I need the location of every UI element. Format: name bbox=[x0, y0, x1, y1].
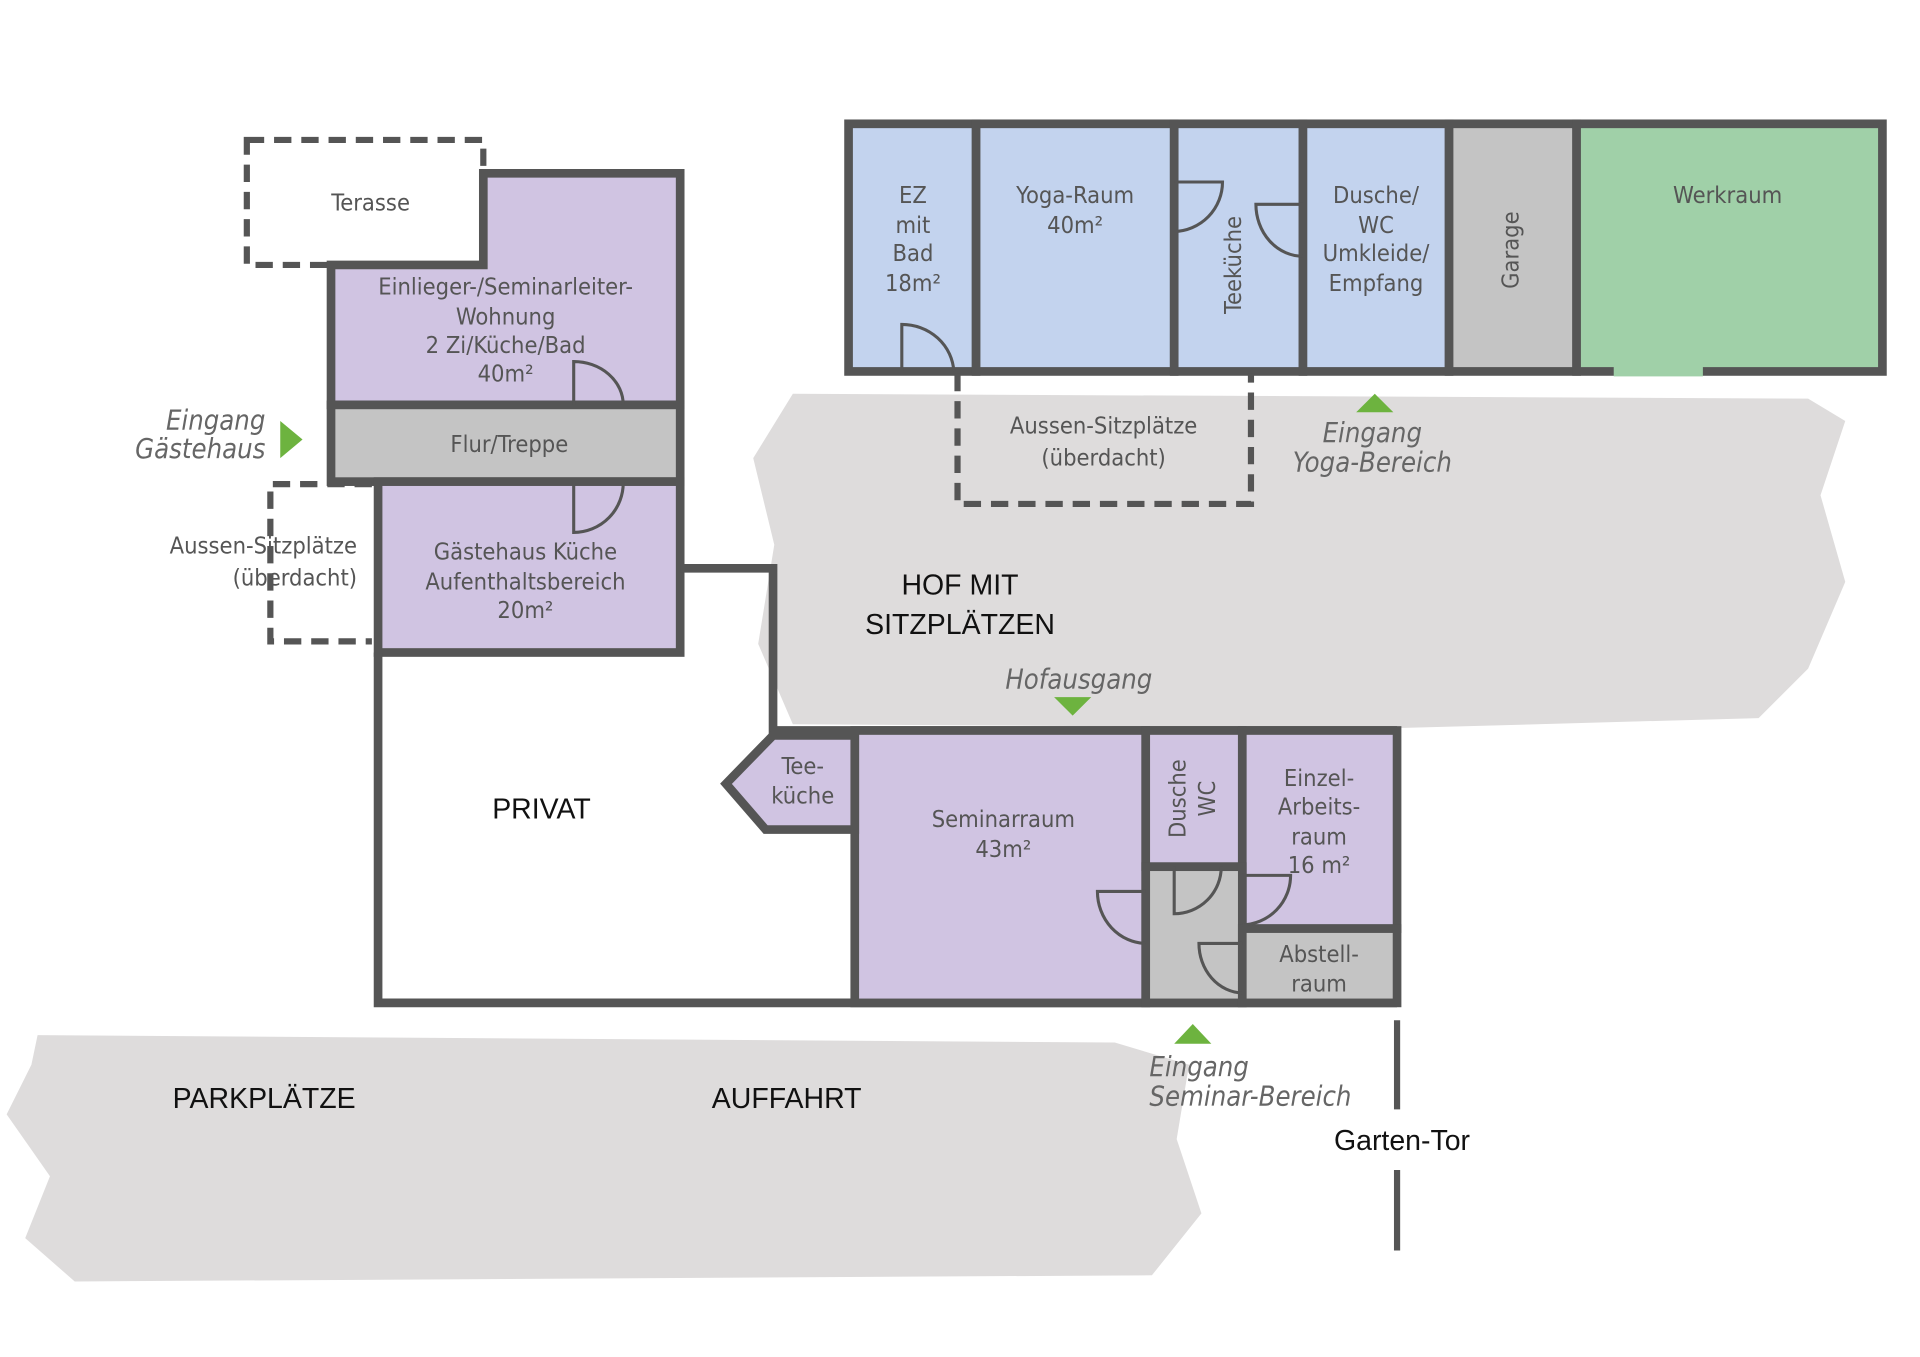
room-single bbox=[1237, 726, 1402, 933]
seminar-tea-kitchen-label: küche bbox=[771, 782, 834, 810]
storage-label: raum bbox=[1291, 970, 1347, 998]
apartment-label: Wohnung bbox=[456, 302, 556, 330]
guest-kitchen-label: Gästehaus Küche bbox=[434, 538, 617, 566]
workshop-door bbox=[1613, 366, 1703, 377]
door-icon bbox=[900, 322, 956, 372]
hall-label: Flur/Treppe bbox=[450, 430, 568, 458]
garage-label: Garage bbox=[1496, 211, 1524, 288]
yoga-room-label: Yoga-Raum bbox=[1015, 181, 1134, 209]
single-room-area: 16 m² bbox=[1288, 851, 1351, 879]
workshop-label: Werkraum bbox=[1673, 181, 1782, 209]
yoga-room-area: 40m² bbox=[1047, 211, 1103, 239]
room-garage bbox=[1444, 119, 1581, 376]
room-yoga bbox=[971, 119, 1179, 376]
terrace-label: Terasse bbox=[330, 188, 410, 216]
courtyard-label: SITZPLÄTZEN bbox=[865, 609, 1055, 641]
yoga-entrance-label: Eingang bbox=[1323, 418, 1422, 449]
yoga-entrance-label: Yoga-Bereich bbox=[1293, 448, 1452, 479]
ez-label: mit bbox=[896, 211, 931, 239]
court-exit-arrow-icon bbox=[1054, 697, 1092, 716]
seminar-entrance-label: Eingang bbox=[1149, 1052, 1248, 1083]
guest-entrance-label: Gästehaus bbox=[135, 434, 265, 465]
door-icon bbox=[572, 481, 625, 534]
guest-outdoor-outline bbox=[267, 481, 372, 645]
room-storage bbox=[1237, 924, 1402, 1008]
seminar-room-area: 43m² bbox=[975, 835, 1031, 863]
door-icon bbox=[1197, 941, 1243, 995]
apartment-label: Einlieger-/Seminarleiter- bbox=[378, 273, 633, 301]
door-icon bbox=[1242, 873, 1293, 927]
door-icon bbox=[572, 359, 625, 405]
court-exit-label: Hofausgang bbox=[1005, 664, 1152, 695]
apartment-label: 2 Zi/Küche/Bad bbox=[426, 331, 586, 359]
room-shower-reception bbox=[1298, 119, 1454, 376]
room-hall bbox=[326, 400, 685, 486]
shower-label: WC bbox=[1358, 211, 1394, 239]
single-room-label: raum bbox=[1291, 822, 1347, 850]
courtyard-label: HOF MIT bbox=[901, 569, 1018, 601]
seminar-shower-label: WC bbox=[1193, 781, 1221, 817]
yoga-outdoor-label: Aussen-Sitzplätze bbox=[1010, 411, 1197, 439]
guest-entrance-label: Eingang bbox=[166, 406, 265, 437]
ez-label: Bad bbox=[892, 239, 933, 267]
tea-kitchen-label: Teeküche bbox=[1219, 216, 1247, 315]
shower-label: Umkleide/ bbox=[1323, 239, 1431, 267]
seminar-room-label: Seminarraum bbox=[932, 805, 1075, 833]
seminar-shower-label: Dusche bbox=[1163, 759, 1191, 838]
ez-label: EZ bbox=[899, 181, 927, 209]
parking-area bbox=[6, 1035, 1202, 1282]
room-tea-kitchen bbox=[1169, 119, 1308, 376]
driveway-label: AUFFAHRT bbox=[712, 1083, 862, 1115]
single-room-label: Arbeits- bbox=[1278, 793, 1360, 821]
courtyard-area bbox=[753, 393, 1846, 729]
seminar-entrance-label: Seminar-Bereich bbox=[1149, 1082, 1351, 1113]
guest-outdoor-label: (überdacht) bbox=[233, 564, 357, 592]
room-workshop bbox=[1572, 119, 1887, 376]
parking-label: PARKPLÄTZE bbox=[173, 1083, 356, 1115]
single-room-label: Einzel- bbox=[1284, 764, 1354, 792]
room-seminar-tea-kitchen bbox=[720, 731, 860, 834]
shower-label: Empfang bbox=[1329, 269, 1424, 297]
entrance-arrow-icon bbox=[280, 420, 303, 459]
guest-kitchen-area: 20m² bbox=[497, 596, 553, 624]
apartment-area: 40m² bbox=[478, 359, 534, 387]
door-icon bbox=[1174, 180, 1225, 234]
guest-outdoor-label: Aussen-Sitzplätze bbox=[170, 531, 357, 559]
room-seminar-hall bbox=[1141, 862, 1247, 1008]
entrance-arrow-icon bbox=[1356, 393, 1394, 413]
private-label: PRIVAT bbox=[492, 793, 591, 825]
door-icon bbox=[1254, 202, 1303, 258]
yoga-outdoor-outline bbox=[954, 373, 1255, 508]
seminar-tea-kitchen-label: Tee- bbox=[780, 752, 824, 780]
door-icon bbox=[1095, 889, 1146, 946]
room-seminar bbox=[850, 726, 1151, 1008]
storage-label: Abstell- bbox=[1279, 940, 1359, 968]
guest-kitchen-label: Aufenthaltsbereich bbox=[425, 567, 625, 595]
yoga-outdoor-label: (überdacht) bbox=[1041, 444, 1165, 472]
entrance-arrow-icon bbox=[1174, 1023, 1212, 1044]
garden-gate-label: Garten-Tor bbox=[1334, 1125, 1470, 1157]
shower-label: Dusche/ bbox=[1333, 181, 1420, 209]
room-ez bbox=[844, 119, 981, 376]
ez-area: 18m² bbox=[885, 269, 941, 297]
door-icon bbox=[1172, 866, 1223, 916]
